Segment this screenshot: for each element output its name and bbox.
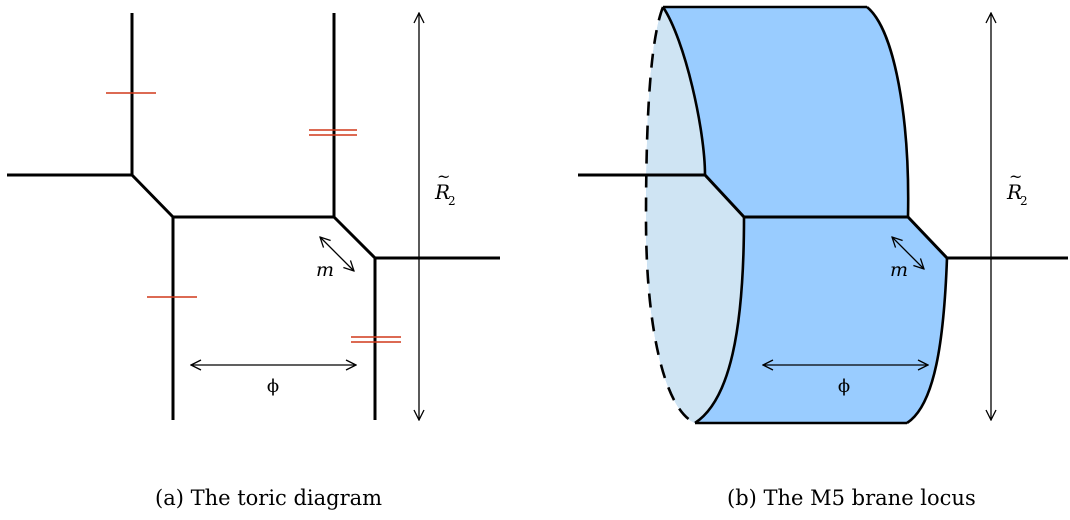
left-diagonal-edge-b <box>703 173 746 219</box>
cap-back-dashed-arc <box>644 6 696 425</box>
caption-a: (a) The toric diagram <box>155 486 382 510</box>
toric-web-b <box>578 173 1068 260</box>
panel-a-arrows <box>191 13 419 420</box>
r2-label: R ~ 2 <box>434 167 456 208</box>
red-tick-markers <box>106 92 401 343</box>
r2-label-main: R <box>434 180 450 204</box>
r2-label-subscript-b: 2 <box>1020 194 1028 208</box>
right-diagonal-edge <box>332 215 377 260</box>
right-diagonal-edge-b <box>906 215 949 260</box>
cylinder-outline <box>644 5 949 425</box>
left-diagonal-edge <box>130 173 175 219</box>
phi-label: ϕ <box>267 376 279 397</box>
panel-b-arrows <box>763 13 991 420</box>
m-label-b: m <box>890 259 908 281</box>
cylinder-right-lower-arc <box>906 257 949 425</box>
r2-label-tilde-b: ~ <box>1009 167 1022 186</box>
toric-web <box>7 13 500 420</box>
r2-label-b: R ~ 2 <box>1006 167 1028 208</box>
phi-label-b: ϕ <box>838 376 850 397</box>
cylinder-left-cap <box>646 7 744 423</box>
r2-label-tilde: ~ <box>437 167 450 186</box>
cylinder-right-upper-arc <box>866 5 910 218</box>
m-label: m <box>316 259 334 281</box>
cap-front-arc <box>661 6 707 176</box>
panel-b-m5-brane-locus: m ϕ R ~ 2 (b) The M5 brane locus <box>578 5 1068 510</box>
m-arrow-b <box>892 237 924 269</box>
r2-label-main-b: R <box>1006 180 1022 204</box>
r2-label-subscript: 2 <box>448 194 456 208</box>
cap-lower-arc <box>694 216 746 425</box>
m-arrow <box>320 237 354 271</box>
panel-a-toric-diagram: m ϕ R ~ 2 (a) The toric diagram <box>7 13 500 510</box>
caption-b: (b) The M5 brane locus <box>727 486 976 510</box>
